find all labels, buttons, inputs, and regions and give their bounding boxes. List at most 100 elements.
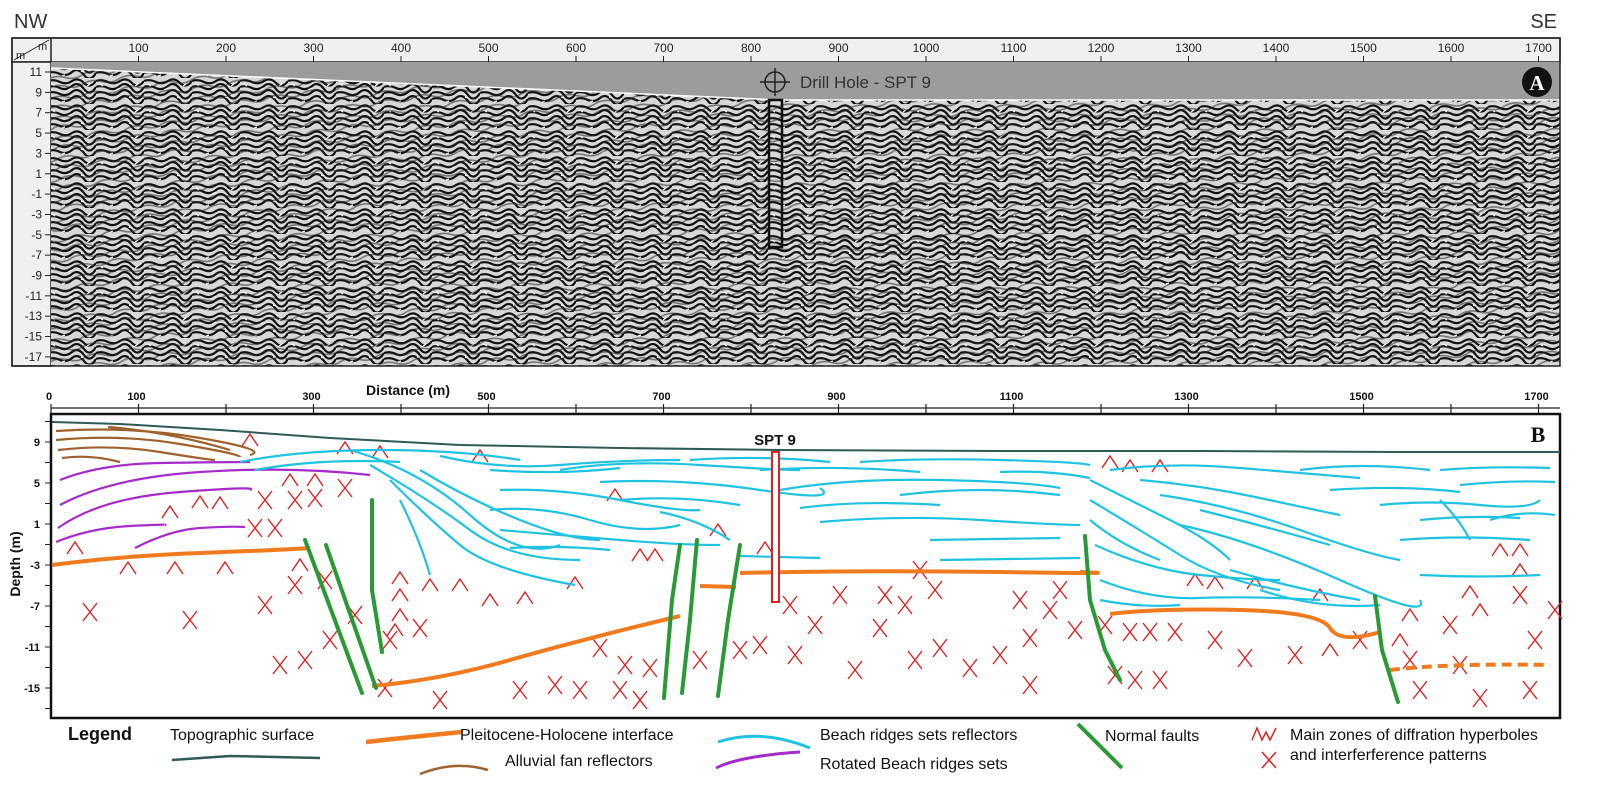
interference-mark bbox=[322, 630, 338, 650]
hyperbola-mark bbox=[1321, 642, 1339, 657]
interference-mark bbox=[572, 680, 588, 700]
unit-left: m bbox=[16, 50, 25, 62]
legend-alluvial-swatch bbox=[419, 764, 489, 776]
interference-mark bbox=[1022, 675, 1038, 695]
hyperbola-mark bbox=[1491, 542, 1509, 557]
interference-mark bbox=[272, 655, 288, 675]
b-x-tick-label: 1500 bbox=[1349, 391, 1373, 403]
interference-mark bbox=[1287, 645, 1303, 665]
a-x-tick-label: 700 bbox=[653, 41, 673, 55]
unit-divider bbox=[13, 39, 50, 61]
se-label: SE bbox=[1530, 11, 1557, 33]
a-y-tick-label: 3 bbox=[35, 146, 42, 160]
interference-mark bbox=[1127, 670, 1143, 690]
spt-label: SPT 9 bbox=[754, 432, 796, 449]
hyperbola-mark bbox=[371, 444, 389, 459]
a-y-tick-label: 11 bbox=[30, 65, 43, 79]
interference-mark bbox=[257, 595, 273, 615]
a-y-tick-label: -7 bbox=[31, 248, 42, 262]
hyperbola-mark bbox=[481, 592, 499, 607]
b-x-tick-label: 0 bbox=[46, 391, 52, 403]
hyperbola-mark bbox=[386, 622, 404, 637]
hyperbola-mark bbox=[631, 547, 649, 562]
interference-mark bbox=[1237, 648, 1253, 668]
hyperbola-mark bbox=[291, 557, 309, 572]
legend-diffraction-label-2: and interferference patterns bbox=[1290, 747, 1487, 764]
interference-mark bbox=[512, 680, 528, 700]
hyperbola-mark bbox=[1461, 584, 1479, 599]
hyperbola-mark bbox=[191, 494, 209, 509]
interference-mark bbox=[382, 630, 398, 650]
a-x-tick-label: 1600 bbox=[1438, 41, 1465, 55]
a-x-tick-label: 1700 bbox=[1525, 41, 1552, 55]
hyperbola-mark bbox=[1401, 607, 1419, 622]
panel-a-distance-axis bbox=[11, 37, 1561, 63]
a-y-tick-label: 7 bbox=[35, 106, 42, 120]
interference-mark bbox=[547, 675, 563, 695]
a-x-tick-label: 1300 bbox=[1175, 41, 1202, 55]
unit-top: m bbox=[38, 41, 47, 53]
b-x-tick-label: 1700 bbox=[1524, 391, 1548, 403]
interference-mark bbox=[732, 640, 748, 660]
interference-mark bbox=[297, 650, 313, 670]
b-y-tick-label: 5 bbox=[34, 478, 40, 490]
spt-column bbox=[771, 451, 780, 603]
interference-mark bbox=[1512, 585, 1528, 605]
a-y-tick-label: -9 bbox=[31, 269, 42, 283]
hyperbola-mark bbox=[1511, 562, 1529, 577]
b-x-tick-label: 1100 bbox=[1000, 391, 1024, 403]
legend-faults-swatch bbox=[1076, 722, 1124, 770]
b-y-tick-label: 9 bbox=[34, 437, 40, 449]
b-x-tick-label: 700 bbox=[652, 391, 670, 403]
a-x-tick-label: 1500 bbox=[1350, 41, 1377, 55]
a-x-tick-label: 1100 bbox=[1001, 41, 1027, 55]
hyperbola-mark bbox=[471, 448, 489, 463]
interference-mark bbox=[257, 490, 273, 510]
hyperbola-mark bbox=[216, 560, 234, 575]
legend-topographic-label: Topographic surface bbox=[170, 727, 314, 744]
b-x-tick-label: 100 bbox=[127, 391, 145, 403]
hyperbola-mark bbox=[391, 587, 409, 602]
interference-mark bbox=[267, 518, 283, 538]
nw-label: NW bbox=[14, 11, 47, 33]
legend-hyperbola-swatch bbox=[1251, 726, 1277, 742]
interference-mark bbox=[1442, 615, 1458, 635]
legend-beach-swatch bbox=[717, 734, 811, 750]
legend-interface-label: Pleitocene-Holocene interface bbox=[460, 727, 674, 744]
panel-b-y-ticks: 951-3-7-11-15 bbox=[24, 421, 51, 709]
pleistocene-holocene-interface bbox=[51, 546, 1551, 688]
a-x-tick-label: 200 bbox=[216, 41, 236, 55]
hyperbola-mark bbox=[211, 495, 229, 510]
diffraction-marks bbox=[66, 432, 1563, 710]
legend-rotated-label: Rotated Beach ridges sets bbox=[820, 756, 1008, 773]
drill-hole-column bbox=[767, 98, 784, 249]
interference-mark bbox=[307, 488, 323, 508]
interference-mark bbox=[1122, 622, 1138, 642]
a-x-tick-label: 300 bbox=[303, 41, 323, 55]
interference-mark bbox=[1152, 670, 1168, 690]
legend-alluvial-label: Alluvial fan reflectors bbox=[505, 753, 653, 770]
interference-mark bbox=[1207, 630, 1223, 650]
legend-faults-label: Normal faults bbox=[1105, 728, 1199, 745]
b-x-tick-label: 500 bbox=[477, 391, 495, 403]
interference-mark bbox=[632, 690, 648, 710]
interference-mark bbox=[617, 655, 633, 675]
interference-mark bbox=[1547, 600, 1563, 620]
b-x-tick-label: 900 bbox=[827, 391, 845, 403]
interference-mark bbox=[182, 610, 198, 630]
interference-mark bbox=[1022, 628, 1038, 648]
interference-mark bbox=[1067, 620, 1083, 640]
rotated-beach-ridges bbox=[55, 460, 371, 549]
hyperbola-mark bbox=[119, 560, 137, 575]
interference-mark bbox=[1522, 680, 1538, 700]
interference-mark bbox=[932, 638, 948, 658]
a-x-tick-label: 800 bbox=[741, 41, 761, 55]
interference-mark bbox=[877, 585, 893, 605]
interference-mark bbox=[1142, 622, 1158, 642]
interference-mark bbox=[612, 680, 628, 700]
interference-mark bbox=[807, 615, 823, 635]
a-x-tick-label: 1000 bbox=[913, 41, 940, 55]
legend-interference-swatch bbox=[1261, 751, 1277, 769]
